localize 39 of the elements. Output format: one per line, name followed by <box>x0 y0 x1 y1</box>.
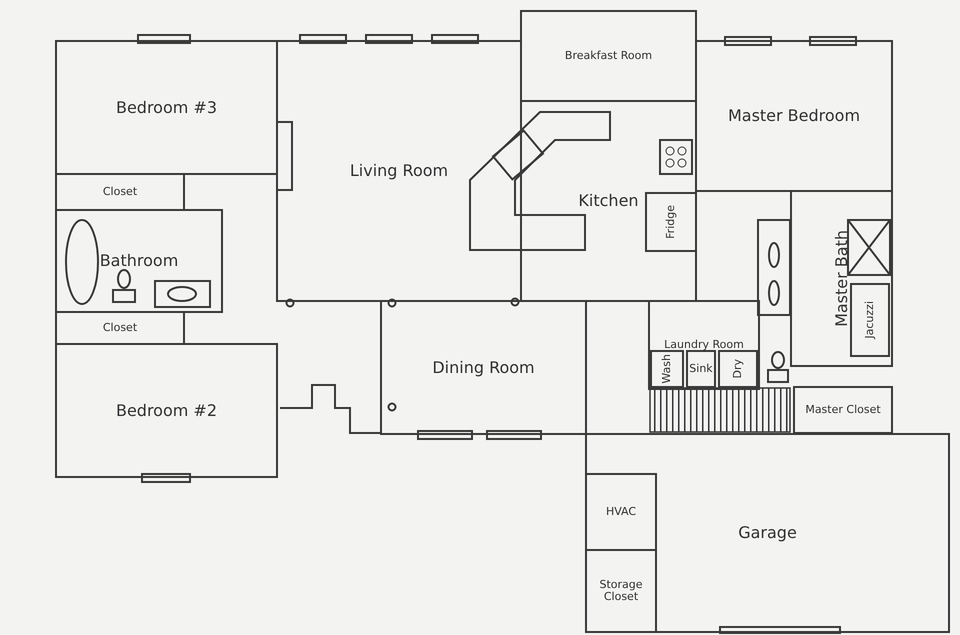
room-label: Bedroom #3 <box>116 98 218 116</box>
room-label: Fridge <box>664 205 678 239</box>
room-outline <box>793 386 893 434</box>
room-label: Wash <box>660 354 674 384</box>
room-label: Storage Closet <box>598 578 644 604</box>
room-label: Sink <box>689 362 713 376</box>
room-label: Breakfast Room <box>564 50 652 62</box>
room-label: Master Bath <box>832 230 850 327</box>
room-outline <box>790 190 893 367</box>
room-outline <box>585 433 950 633</box>
room-outline <box>650 350 684 388</box>
room-label: Jacuzzi <box>864 301 876 339</box>
room-label: Bedroom #2 <box>116 402 218 420</box>
room-label: Laundry Room <box>664 338 744 352</box>
room-label: Closet <box>102 322 138 334</box>
room-outline <box>585 473 657 551</box>
room-label: Dining Room <box>432 358 535 376</box>
room-outline <box>380 300 587 435</box>
room-outline <box>55 40 278 175</box>
room-label: Dry <box>732 359 744 379</box>
room-outline <box>648 300 760 390</box>
room-outline <box>695 40 893 192</box>
room-label: Garage <box>738 524 797 542</box>
room-outline <box>55 311 185 345</box>
room-outline <box>55 343 278 478</box>
room-outline <box>55 173 185 211</box>
room-outline <box>686 350 716 388</box>
room-outline <box>645 192 697 252</box>
room-label: Master Closet <box>805 404 881 416</box>
room-label: Living Room <box>350 162 448 180</box>
room-label: Bathroom <box>100 252 178 270</box>
room-label: Closet <box>102 186 138 198</box>
room-outline <box>718 350 758 388</box>
room-outline <box>276 40 522 302</box>
room-outline <box>850 283 890 357</box>
room-label: Kitchen <box>578 192 639 210</box>
room-label: Master Bedroom <box>728 107 860 125</box>
room-outline <box>55 209 223 313</box>
room-label: HVAC <box>606 506 636 518</box>
